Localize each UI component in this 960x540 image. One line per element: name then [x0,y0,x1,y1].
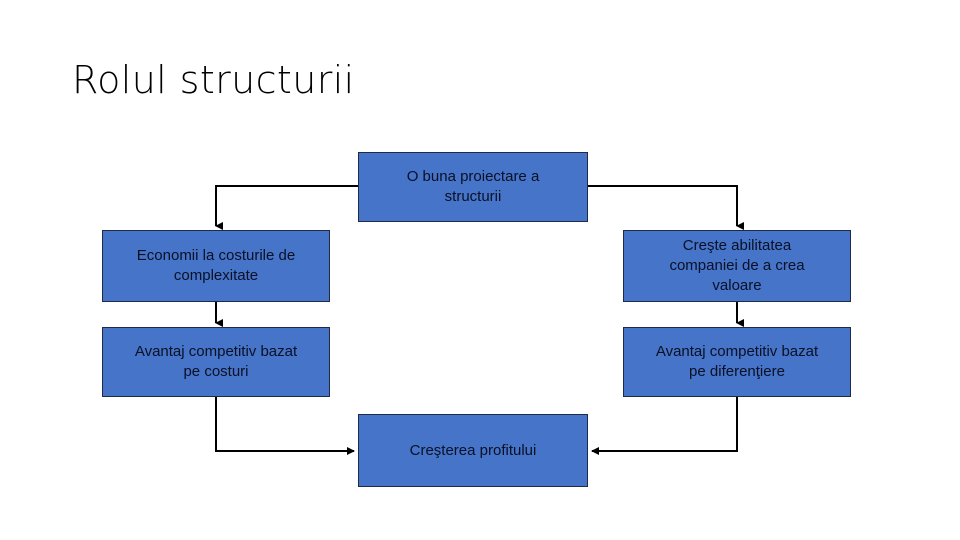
node-avantaj-competitiv-diferentiere[interactable]: Avantaj competitiv bazat pe diferenţiere [623,327,851,397]
node-label-line: pe diferenţiere [689,363,785,380]
page-title: Rolul structurii [72,58,355,102]
node-creste-abilitatea-companiei[interactable]: Creşte abilitatea companiei de a crea va… [623,230,851,302]
node-label: O buna proiectare a structurii [367,167,579,207]
node-label-line: Creşterea profitului [409,441,537,459]
node-label-line: companiei de a crea [669,257,805,275]
node-label: Avantaj competitiv bazat pe diferenţiere [632,342,842,382]
node-avantaj-competitiv-costuri[interactable]: Avantaj competitiv bazat pe costuri [102,327,330,397]
connector-top-to-right-1 [588,185,744,230]
node-o-buna-proiectare[interactable]: O buna proiectare a structurii [358,152,588,222]
node-label-line: Creşte abilitatea [682,237,792,255]
node-label: Creşte abilitatea companiei de a crea va… [632,236,842,296]
node-label-line: Avantaj competitiv bazat [655,343,819,361]
node-label-line: pe costuri [183,363,249,380]
connector-top-to-left-1 [215,185,358,230]
node-economii-costuri-complexitate[interactable]: Economii la costurile de complexitate [102,230,330,302]
node-label-line: Avantaj competitiv bazat [134,343,298,361]
node-label: Economii la costurile de complexitate [111,246,321,286]
connector-left-2-to-bottom [215,397,355,455]
node-label-line: valoare [712,276,762,294]
node-label-line: structurii [444,188,502,205]
node-label-line: complexitate [173,267,259,284]
node-label-line: Economii la costurile de [136,247,296,265]
node-label-line: O buna proiectare a [406,168,540,186]
node-label: Creşterea profitului [367,441,579,461]
node-label: Avantaj competitiv bazat pe costuri [111,342,321,382]
connector-right-2-to-bottom [591,397,738,455]
node-cresterea-profitului[interactable]: Creşterea profitului [358,414,588,487]
